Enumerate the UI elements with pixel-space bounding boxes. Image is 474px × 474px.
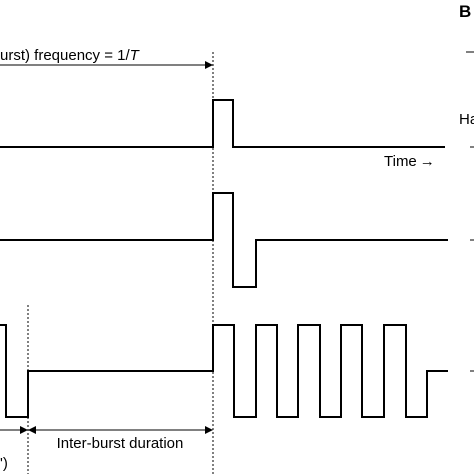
partial-ha-label: Ha [459,111,474,128]
biphasic-waveform [0,192,448,288]
frequency-arrowhead [205,61,213,69]
partial-paren-label: ') [0,455,8,472]
burst-train-waveform [0,324,448,418]
frequency-label: urst) frequency = 1/T [0,47,141,64]
time-axis-label: Time→ [384,153,435,170]
panel-letter-b: B [459,2,471,21]
left-span-arrowhead [20,426,28,434]
inter-burst-left-arrowhead [28,426,36,434]
inter-burst-right-arrowhead [205,426,213,434]
monophasic-waveform [0,99,445,148]
inter-burst-label: Inter-burst duration [57,435,184,452]
